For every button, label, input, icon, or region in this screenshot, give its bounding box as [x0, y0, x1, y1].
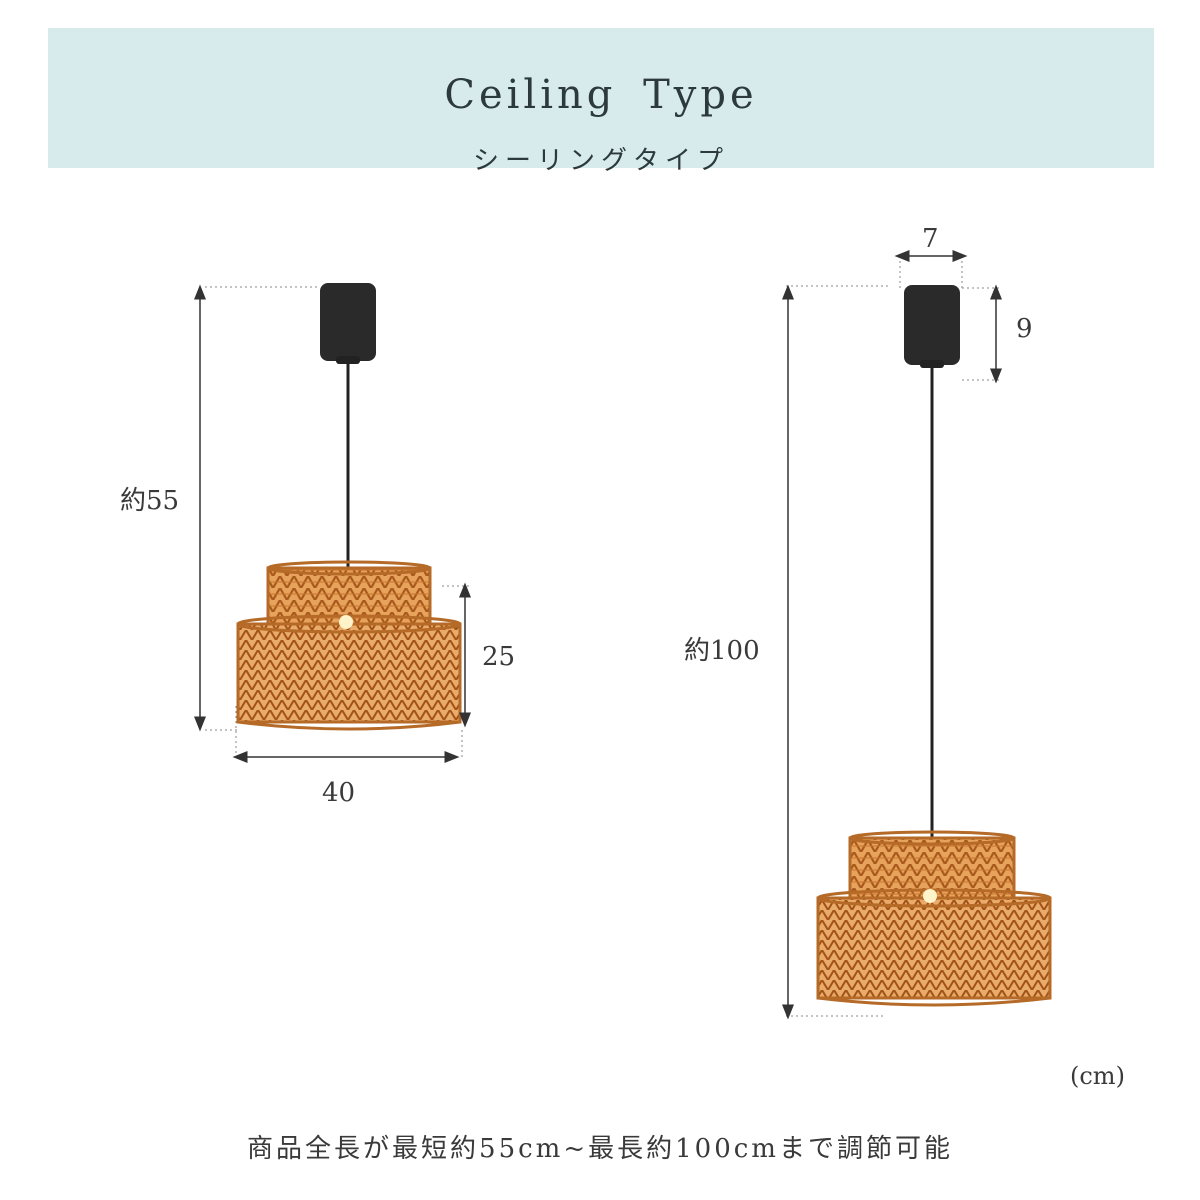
right-dimensions	[782, 250, 1002, 1020]
title-banner: Ceiling Type シーリングタイプ	[48, 28, 1154, 176]
left-dimensions	[194, 284, 471, 763]
left-total-height-label: 約55	[120, 486, 180, 516]
right-lamp	[816, 285, 1052, 1007]
left-shade-width-label: 40	[322, 778, 356, 808]
left-shade-height-label: 25	[482, 642, 516, 672]
page-title: Ceiling Type	[444, 72, 758, 118]
right-total-height-label: 約100	[684, 636, 760, 666]
adjustable-length-note: 商品全長が最短約55cm~最長約100cmまで調節可能	[247, 1134, 953, 1164]
left-shade-lower	[236, 622, 462, 724]
left-lamp	[236, 283, 462, 731]
left-canopy	[320, 283, 376, 361]
unit-label: (cm)	[1070, 1062, 1125, 1090]
right-shade-lower	[816, 896, 1052, 1000]
right-canopy-width-label: 7	[922, 224, 939, 254]
right-canopy-height-label: 9	[1016, 314, 1033, 344]
right-canopy	[904, 285, 960, 365]
page-subtitle: シーリングタイプ	[472, 146, 729, 176]
